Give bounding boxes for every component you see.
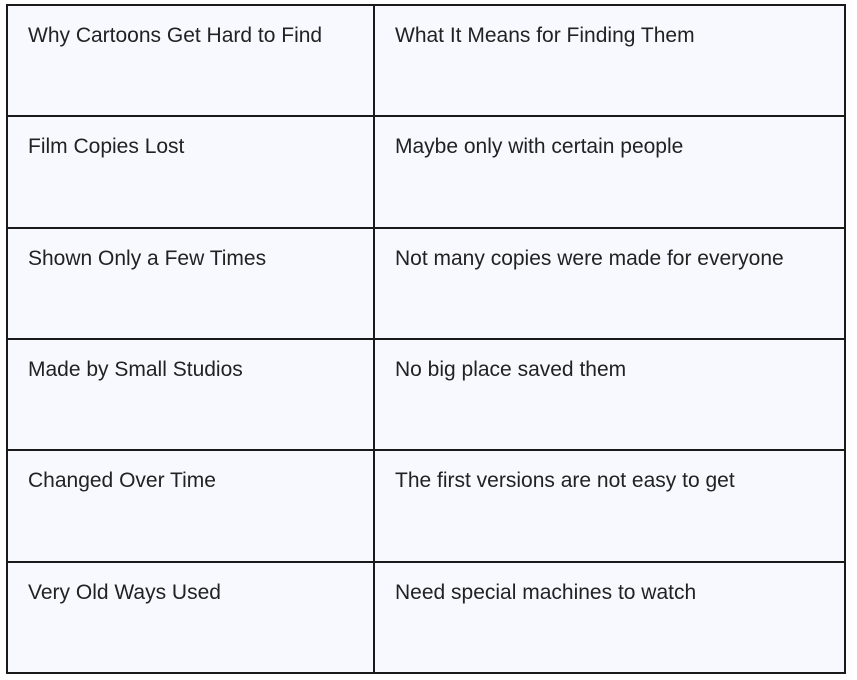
cartoon-availability-table: Why Cartoons Get Hard to Find What It Me… (6, 3, 846, 675)
table-cell-meaning: What It Means for Finding Them (373, 3, 846, 118)
table-cell-cause: Made by Small Studios (6, 337, 375, 452)
table-row: Very Old Ways Used Need special machines… (6, 560, 846, 675)
table-cell-cause: Very Old Ways Used (6, 560, 375, 675)
table-cell-meaning: Maybe only with certain people (373, 115, 846, 229)
table-row: Why Cartoons Get Hard to Find What It Me… (6, 3, 846, 118)
table-row: Shown Only a Few Times Not many copies w… (6, 226, 846, 340)
table-row: Changed Over Time The first versions are… (6, 449, 846, 563)
table-cell-cause: Film Copies Lost (6, 115, 375, 229)
table-cell-meaning: Need special machines to watch (373, 560, 846, 675)
table-cell-meaning: The first versions are not easy to get (373, 449, 846, 563)
table-cell-meaning: Not many copies were made for everyone (373, 226, 846, 340)
table-row: Made by Small Studios No big place saved… (6, 337, 846, 452)
table-cell-cause: Why Cartoons Get Hard to Find (6, 3, 375, 118)
table-cell-cause: Changed Over Time (6, 449, 375, 563)
table-row: Film Copies Lost Maybe only with certain… (6, 115, 846, 229)
table-cell-meaning: No big place saved them (373, 337, 846, 452)
table-cell-cause: Shown Only a Few Times (6, 226, 375, 340)
